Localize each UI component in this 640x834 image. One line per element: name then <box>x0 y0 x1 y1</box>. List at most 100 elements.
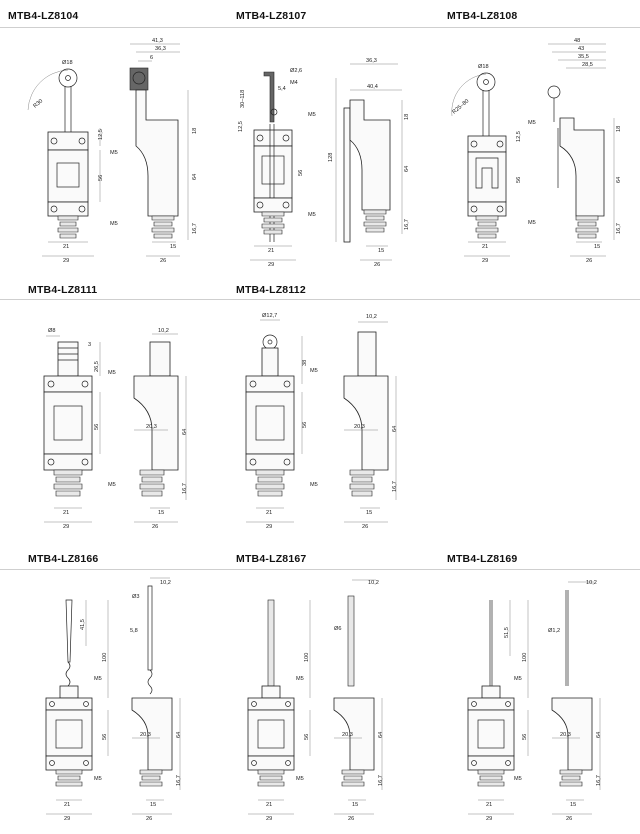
dim-label: 64 <box>596 732 602 738</box>
dim-label: 15 <box>366 510 372 516</box>
dim-label: 29 <box>266 816 272 822</box>
dim-label: 26 <box>374 262 380 268</box>
dim-label: 26 <box>160 258 166 264</box>
dim-label: Ø8 <box>48 328 55 334</box>
dim-label: 56 <box>304 734 310 740</box>
dim-label: 15 <box>158 510 164 516</box>
dim-label: 56 <box>302 422 308 428</box>
dim-label: 10,2 <box>368 580 379 586</box>
dim-label: 21 <box>482 244 488 250</box>
dim-label: 10,2 <box>160 580 171 586</box>
dim-label: 26,5 <box>94 361 100 372</box>
dim-label: 56 <box>94 424 100 430</box>
section-title: MTB4-LZ8112 <box>236 284 306 296</box>
dim-label: 64 <box>182 429 188 435</box>
dim-label: M5 <box>310 368 318 374</box>
dim-label: 36,3 <box>155 46 166 52</box>
dim-label: 56 <box>102 734 108 740</box>
drawing-lz8167: 10,2 Ø6 100 M5 56 20,3 64 M5 16,7 21 15 … <box>247 579 384 822</box>
dim-label: 26 <box>146 816 152 822</box>
dim-label: 29 <box>64 816 70 822</box>
dim-label: 10,2 <box>586 580 597 586</box>
dim-label: 5,4 <box>278 86 286 92</box>
dim-label: 56 <box>522 734 528 740</box>
dim-label: Ø1,2 <box>548 628 560 634</box>
dim-label: 30–118 <box>240 90 246 108</box>
dim-label: R30 <box>32 98 44 109</box>
drawing-lz8169: 10,2 51,5 Ø1,2 100 M5 56 20,3 64 M5 16,7… <box>467 580 602 822</box>
dim-label: M4 <box>290 80 298 86</box>
dim-label: 64 <box>192 174 198 180</box>
dim-label: 43 <box>578 46 584 52</box>
dim-label: 21 <box>63 510 69 516</box>
dim-label: 10,2 <box>158 328 169 334</box>
dim-label: 15 <box>570 802 576 808</box>
drawing-lz8107: 5,4 Ø2,6 M4 30–118 12,5 M5 36,3 40,4 18 … <box>238 58 410 268</box>
dim-label: 56 <box>516 177 522 183</box>
dim-label: 48 <box>574 38 580 44</box>
dim-label: 21 <box>63 244 69 250</box>
dim-label: 56 <box>98 175 104 181</box>
dim-label: 64 <box>378 732 384 738</box>
dim-label: M5 <box>514 676 522 682</box>
dim-label: 64 <box>404 166 410 172</box>
dim-label: 12,5 <box>238 121 244 132</box>
section-title: MTB4-LZ8108 <box>447 10 518 22</box>
dim-label: 15 <box>170 244 176 250</box>
dim-label: M5 <box>308 212 316 218</box>
dim-label: 36,3 <box>366 58 377 64</box>
dim-label: 28,5 <box>582 62 593 68</box>
dim-label: 40,4 <box>367 84 378 90</box>
dim-label: M5 <box>514 776 522 782</box>
dim-label: 35,5 <box>578 54 589 60</box>
dim-label: M5 <box>296 676 304 682</box>
drawing-lz8111: Ø8 3 26,5 M5 10,2 56 20,3 64 M5 16,7 21 … <box>43 328 188 530</box>
dim-label: Ø6 <box>334 626 341 632</box>
dim-label: 18 <box>404 114 410 120</box>
dim-label: 16,7 <box>404 219 410 230</box>
dim-label: 21 <box>266 510 272 516</box>
section-title: MTB4-LZ8111 <box>28 284 98 296</box>
dim-label: M5 <box>310 482 318 488</box>
dim-label: Ø2,6 <box>290 68 302 74</box>
dim-label: 29 <box>482 258 488 264</box>
dim-label: 21 <box>266 802 272 808</box>
dim-label: 29 <box>63 258 69 264</box>
dim-label: 26 <box>566 816 572 822</box>
dim-label: 41,5 <box>80 619 86 630</box>
dim-label: 15 <box>594 244 600 250</box>
section-title: MTB4-LZ8104 <box>8 10 79 22</box>
dim-label: M5 <box>108 370 116 376</box>
section-title: MTB4-LZ8167 <box>236 553 307 565</box>
dim-label: 26 <box>362 524 368 530</box>
section-title: MTB4-LZ8166 <box>28 553 99 565</box>
section-divider <box>0 569 640 570</box>
dim-label: 100 <box>304 653 310 662</box>
dim-label: 26 <box>152 524 158 530</box>
dim-label: 16,7 <box>182 483 188 494</box>
dim-label: M5 <box>108 482 116 488</box>
dim-label: 16,7 <box>392 481 398 492</box>
dim-label: 15 <box>150 802 156 808</box>
dim-label: 21 <box>268 248 274 254</box>
dim-label: 64 <box>616 177 622 183</box>
dim-label: M5 <box>110 221 118 227</box>
dim-label: R25–80 <box>451 98 470 115</box>
dim-label: 12,5 <box>516 131 522 142</box>
dim-label: 29 <box>266 524 272 530</box>
dim-label: 38 <box>302 360 308 366</box>
dim-label: 29 <box>486 816 492 822</box>
dim-label: 20,3 <box>560 732 571 738</box>
dim-label: 26 <box>586 258 592 264</box>
dim-label: 29 <box>268 262 274 268</box>
dim-label: 16,7 <box>596 775 602 786</box>
dim-label: 20,3 <box>342 732 353 738</box>
dim-label: M5 <box>528 220 536 226</box>
dim-label: 10,2 <box>366 314 377 320</box>
dim-label: 21 <box>64 802 70 808</box>
dim-label: M5 <box>296 776 304 782</box>
dim-label: 64 <box>392 426 398 432</box>
dim-label: 20,3 <box>146 424 157 430</box>
dim-label: Ø12,7 <box>262 313 277 319</box>
drawing-lz8166: Ø3 10,2 41,5 5,8 100 M5 56 20,3 64 M5 16… <box>45 577 182 822</box>
